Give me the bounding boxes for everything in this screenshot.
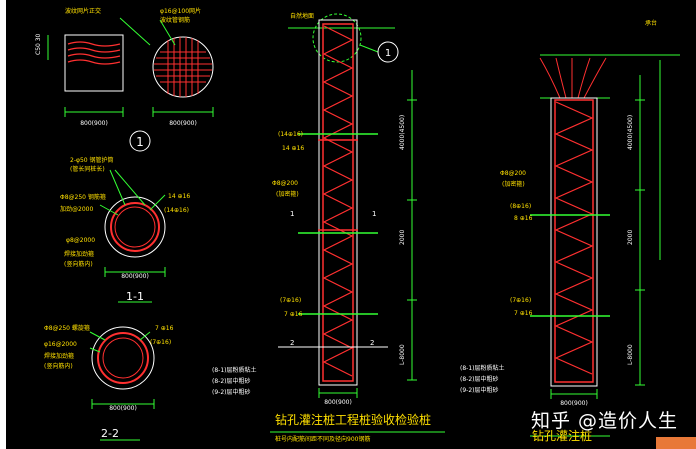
detail-1: 1 波纹网片正交 φ16@100网片 波纹管钢筋 800(900) 800(90… [35,7,214,152]
pile-a-label-9: (8-2)层中粗砂 [212,377,250,385]
pile-a-label-8: (8-1)层粉质粘土 [212,366,256,374]
pile-a: 1 自然地面 (14⊕16) 14 ⊕16 Φ8@200 (加密箍) 1 (7⊕… [212,12,445,443]
pile-b-label-5: (7⊕16) [510,297,531,304]
mesh-circle-grid [154,37,212,97]
section-1-label: 1-1 [126,290,144,303]
pile-b-label-7: (8-1)层粉质粘土 [460,364,504,372]
pile-a-callout: 1 [385,48,391,59]
pile-b-label-6: 7 ⊕16 [514,310,533,317]
pile-b-label-8: (8-2)层中粗砂 [460,375,498,383]
section-2-label: 2-2 [101,427,119,440]
pile-a-label-0: (14⊕16) [278,131,303,138]
pile-a-title: 钻孔灌注桩工程桩验收检验桩 [275,412,431,427]
pile-b-top-label: 承台 [645,19,657,27]
pile-a-label-4: 1 [290,210,294,218]
pile-b-label-4: 8 ⊕16 [514,215,533,222]
section-1-dim: 800(900) [121,273,149,280]
pile-b-label-9: (9-2)层中粗砂 [460,386,498,394]
section-2-note-2: 焊接加劲箍 [44,352,74,360]
mesh-square-bars [67,41,121,65]
pile-a-label-2: Φ8@200 [272,180,298,187]
pile-a-right-0: 1 [372,210,376,218]
section-2-note-0: Φ8@250 螺旋箍 [44,324,90,332]
section-2-2: Φ8@250 螺旋箍 φ16@2000 焊接加劲箍 (竖向筋内) 7 ⊕16 (… [44,324,174,441]
pile-a-label-6: 7 ⊕16 [284,311,303,318]
pile-b: 承台 Φ8@200 (加密箍) (8⊕16) 8 ⊕16 (7⊕16) 7 ⊕1… [460,19,680,443]
section-1-note-4: φ8@2000 [66,237,95,244]
section-1-side-0: 14 ⊕16 [168,193,190,200]
detail-1-callout: 1 [136,135,144,149]
detail-1-note-c: 波纹网片正交 [65,7,101,15]
pile-a-label-7: 2 [290,339,294,347]
pile-b-dim-v2: L-8000 [627,344,634,365]
pile-b-label-1: Φ8@200 [500,170,526,177]
watermark: 知乎 @造价人生 [530,410,678,432]
detail-1-dim-a: 800(900) [80,120,108,127]
detail-1-note-b: 波纹管钢筋 [160,16,190,24]
pile-a-dim-v1: 2000 [399,230,406,245]
detail-1-dim-b: 800(900) [169,120,197,127]
section-1-1: 2-φ50 钢管护筒 (管长同桩长) Φ8@250 钢筋箍 加劲@2000 φ8… [60,156,190,303]
detail-1-dims [47,17,214,117]
detail-1-note-a: φ16@100网片 [160,7,201,15]
pile-b-label-3: (8⊕16) [510,203,531,210]
pile-a-subtitle: 桩号内配筋间距不同及径向900钢筋 [275,435,370,443]
pile-b-label-2: (加密箍) [502,180,525,188]
section-2-dim: 800(900) [109,405,137,412]
section-1-note-5: 焊接加劲箍 [64,250,94,258]
section-1-note-2: Φ8@250 钢筋箍 [60,193,106,201]
section-2-note-3: (竖向筋内) [44,362,73,370]
pile-a-dim-v0: 4000(4500) [399,115,406,150]
section-2-note-1: φ16@2000 [44,341,77,348]
spiral-stirrup [322,25,354,377]
section-1-side-1: (14⊕16) [164,207,189,214]
pile-a-top-label: 自然地面 [290,12,314,20]
section-1-note-0: 2-φ50 钢管护筒 [70,156,113,164]
left-edge [0,0,6,449]
section-1-note-6: (竖向筋内) [64,260,93,268]
section-1-note-3: 加劲@2000 [60,205,93,213]
pile-a-label-10: (9-2)层中粗砂 [212,388,250,396]
pile-a-dim-bottom: 800(900) [324,399,352,406]
mesh-circle [152,36,214,98]
pile-b-title: 钻孔灌注桩 [532,428,592,443]
detail-1-dim-side: C50 30 [35,33,42,55]
section-2-side-0: 7 ⊕16 [155,325,174,332]
mesh-square [64,34,124,92]
detail-1-callout-circle [129,130,151,152]
pile-a-right-1: 2 [370,339,374,347]
pile-a-label-5: (7⊕16) [280,297,301,304]
spiral-stirrup [554,101,594,375]
pile-a-label-1: 14 ⊕16 [282,145,304,152]
pile-a-label-3: (加密箍) [276,190,299,198]
pile-b-dim-v1: 2000 [627,230,634,245]
section-1-note-1: (管长同桩长) [70,165,105,173]
bottom-edge-strip [656,437,696,449]
pile-b-dim-bottom: 800(900) [560,400,588,407]
pile-a-dim-v2: L-8000 [399,344,406,365]
section-2-side-1: (7⊕16) [150,339,171,346]
pile-b-dim-v0: 4000(4500) [627,115,634,150]
